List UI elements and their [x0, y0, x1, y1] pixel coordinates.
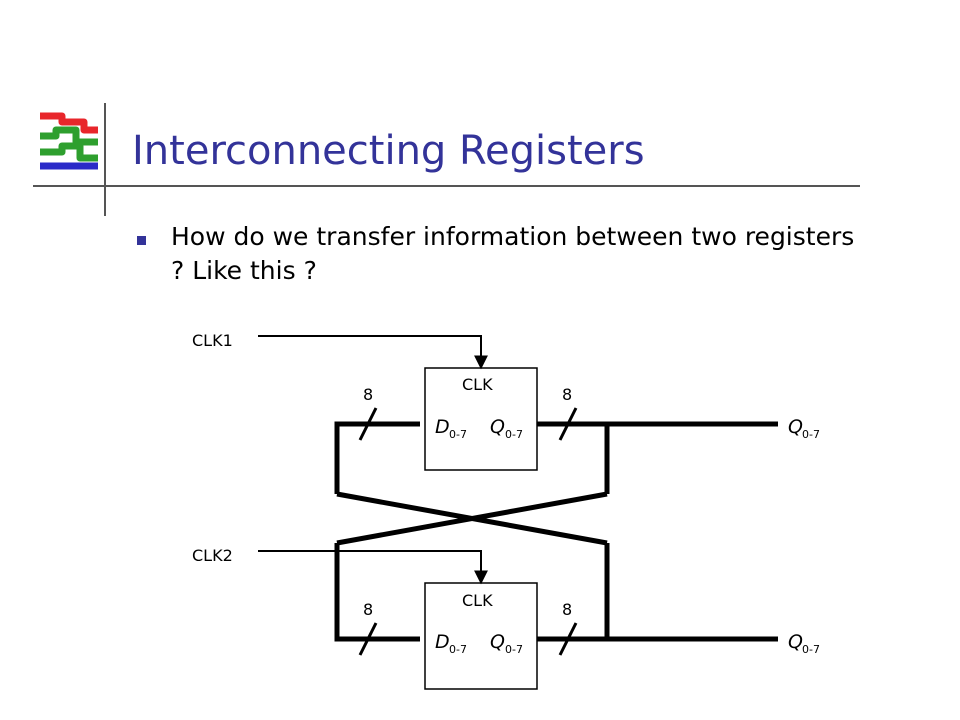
clk2-label: CLK2	[192, 546, 233, 565]
register-bottom	[424, 582, 538, 690]
clk1-label: CLK1	[192, 331, 233, 350]
bus-cross-b	[336, 491, 608, 546]
register-top-d-label: D	[435, 416, 450, 438]
register-bottom-clk-label: CLK	[462, 591, 493, 610]
register-bottom-d-label: D	[435, 631, 450, 653]
clk1-line	[258, 335, 488, 370]
bus-top-input	[334, 421, 420, 494]
bus-width-label: 8	[363, 600, 373, 619]
bus-slash	[558, 407, 578, 441]
output-top-label: Q	[788, 416, 803, 438]
bullet-marker	[137, 236, 146, 245]
register-top-d-subscript: 0-7	[449, 428, 467, 441]
slide-title: Interconnecting Registers	[132, 128, 645, 174]
bus-width-label: 8	[363, 385, 373, 404]
bus-slash	[358, 622, 378, 656]
bus-slash	[358, 407, 378, 441]
clk2-line	[258, 550, 488, 585]
register-top	[424, 367, 538, 471]
bullet-text: How do we transfer information between t…	[171, 222, 855, 285]
output-bottom-label: Q	[788, 631, 803, 653]
register-bottom-q-label: Q	[490, 631, 505, 653]
register-top-clk-label: CLK	[462, 375, 493, 394]
output-bottom-subscript: 0-7	[802, 643, 820, 656]
bus-slash	[558, 622, 578, 656]
register-bottom-d-subscript: 0-7	[449, 643, 467, 656]
register-top-q-subscript: 0-7	[505, 428, 523, 441]
bus-width-label: 8	[562, 600, 572, 619]
logo-icon	[40, 112, 98, 170]
bus-width-label: 8	[562, 385, 572, 404]
register-top-q-label: Q	[490, 416, 505, 438]
output-top-subscript: 0-7	[802, 428, 820, 441]
register-bottom-q-subscript: 0-7	[505, 643, 523, 656]
bus-bottom-input	[334, 543, 420, 642]
